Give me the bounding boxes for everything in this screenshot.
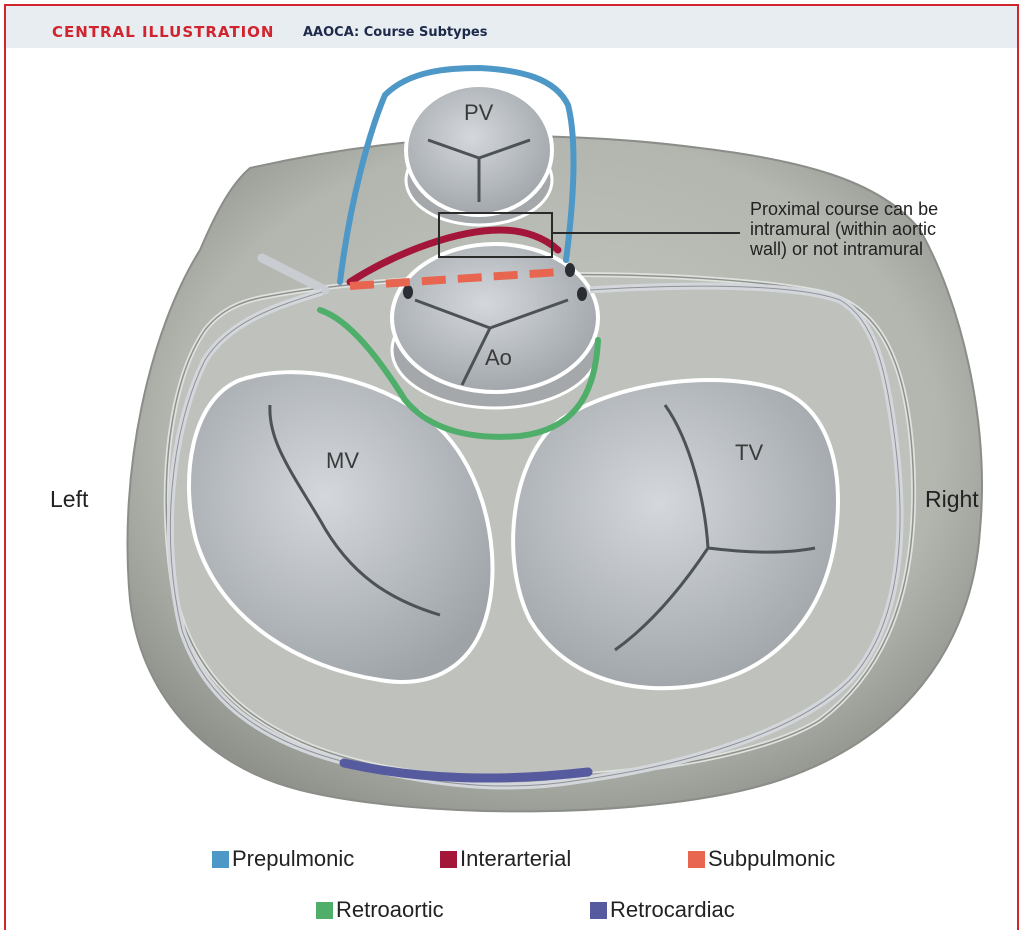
legend-swatch-retroaortic: [316, 902, 333, 919]
legend-label-subpulmonic: Subpulmonic: [708, 846, 835, 872]
legend-label-interarterial: Interarterial: [460, 846, 571, 872]
pv-label: PV: [464, 100, 493, 126]
legend-swatch-interarterial: [440, 851, 457, 868]
mv-label: MV: [326, 448, 359, 474]
ao-label: Ao: [485, 345, 512, 371]
legend-swatch-prepulmonic: [212, 851, 229, 868]
legend-subpulmonic: Subpulmonic: [688, 846, 835, 872]
left-orientation-label: Left: [50, 486, 88, 513]
tv-label: TV: [735, 440, 763, 466]
legend-retrocardiac: Retrocardiac: [590, 897, 735, 923]
legend-label-retrocardiac: Retrocardiac: [610, 897, 735, 923]
legend-prepulmonic: Prepulmonic: [212, 846, 354, 872]
legend-swatch-subpulmonic: [688, 851, 705, 868]
legend-interarterial: Interarterial: [440, 846, 571, 872]
intramural-annotation: Proximal course can be intramural (withi…: [750, 199, 990, 259]
legend-label-retroaortic: Retroaortic: [336, 897, 444, 923]
legend-label-prepulmonic: Prepulmonic: [232, 846, 354, 872]
legend-swatch-retrocardiac: [590, 902, 607, 919]
right-orientation-label: Right: [925, 486, 979, 513]
legend-retroaortic: Retroaortic: [316, 897, 444, 923]
